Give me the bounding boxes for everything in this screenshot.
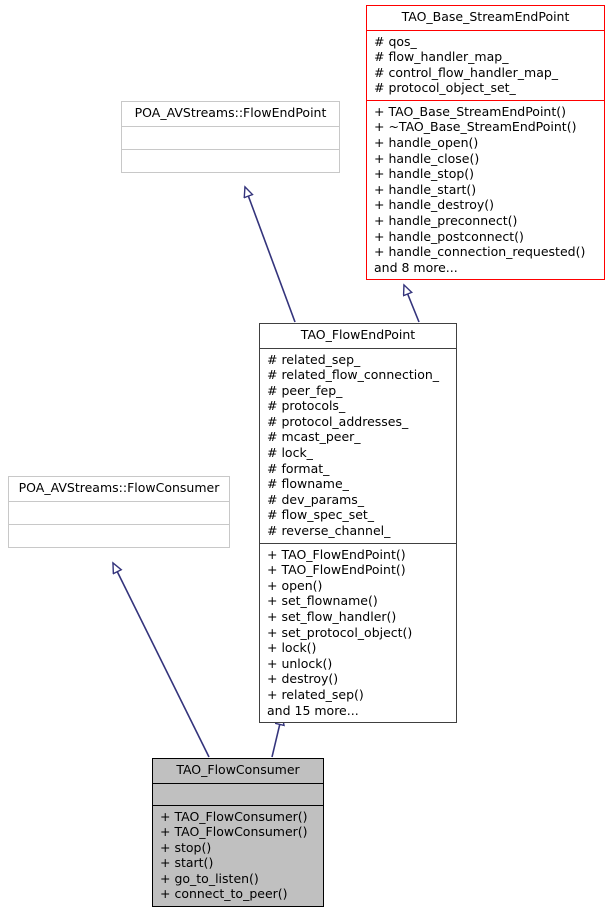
operation-row: + handle_close() bbox=[374, 150, 480, 166]
operation-row: + TAO_FlowConsumer() bbox=[160, 824, 308, 840]
operation-row: + handle_start() bbox=[374, 181, 477, 197]
edge-flowendpoint-to-base-streamendpoint bbox=[404, 285, 420, 323]
edge-flowendpoint-to-poa-flowendpoint bbox=[245, 187, 296, 323]
operation-row: + handle_destroy() bbox=[374, 197, 495, 213]
class-node-tao-flowendpoint[interactable]: TAO_FlowEndPoint # related_sep_ # relate… bbox=[259, 323, 457, 724]
operation-row: + related_sep() bbox=[267, 686, 364, 702]
attribute-row: # control_flow_handler_map_ bbox=[374, 64, 559, 80]
attribute-row: # protocols_ bbox=[267, 398, 346, 414]
attribute-row: # related_flow_connection_ bbox=[267, 367, 440, 383]
attributes-compartment bbox=[153, 782, 323, 805]
operation-row: + unlock() bbox=[267, 655, 333, 671]
class-node-poa-avstreams-flowconsumer[interactable]: POA_AVStreams::FlowConsumer bbox=[8, 476, 230, 548]
attribute-row: # flow_handler_map_ bbox=[374, 49, 509, 65]
attribute-row: # protocol_addresses_ bbox=[267, 413, 409, 429]
attributes-compartment: # qos_ # flow_handler_map_ # control_flo… bbox=[367, 29, 604, 100]
operation-row: + set_flowname() bbox=[267, 593, 378, 609]
class-node-tao-flowconsumer[interactable]: TAO_FlowConsumer + TAO_FlowConsumer() + … bbox=[152, 758, 324, 908]
operation-more-row: and 15 more... bbox=[267, 702, 359, 718]
operation-row: + handle_preconnect() bbox=[374, 213, 518, 229]
operation-row: + lock() bbox=[267, 640, 317, 656]
attribute-row: # related_sep_ bbox=[267, 351, 361, 367]
class-title: TAO_Base_StreamEndPoint bbox=[401, 9, 570, 24]
operation-row: + TAO_FlowEndPoint() bbox=[267, 546, 406, 562]
operation-row: + connect_to_peer() bbox=[160, 886, 288, 902]
operation-row: + TAO_FlowConsumer() bbox=[160, 808, 308, 824]
operation-row: + handle_postconnect() bbox=[374, 228, 524, 244]
operation-row: + TAO_Base_StreamEndPoint() bbox=[374, 103, 566, 119]
attribute-row: # qos_ bbox=[374, 33, 417, 49]
operation-row: + open() bbox=[267, 577, 323, 593]
operations-compartment bbox=[9, 523, 229, 547]
operation-row: + handle_open() bbox=[374, 135, 479, 151]
attribute-row: # format_ bbox=[267, 460, 330, 476]
class-title: TAO_FlowEndPoint bbox=[300, 327, 416, 342]
class-node-tao-base-streamendpoint[interactable]: TAO_Base_StreamEndPoint # qos_ # flow_ha… bbox=[366, 5, 605, 281]
attributes-compartment: # related_sep_ # related_flow_connection… bbox=[260, 347, 456, 543]
operation-row: + destroy() bbox=[267, 671, 339, 687]
operation-row: + go_to_listen() bbox=[160, 870, 259, 886]
attributes-compartment bbox=[122, 125, 339, 149]
attribute-row: # dev_params_ bbox=[267, 491, 365, 507]
attribute-row: # reverse_channel_ bbox=[267, 523, 391, 539]
class-title: TAO_FlowConsumer bbox=[176, 762, 300, 777]
operation-row: + handle_connection_requested() bbox=[374, 244, 586, 260]
attribute-row: # peer_fep_ bbox=[267, 382, 343, 398]
attribute-row: # flow_spec_set_ bbox=[267, 507, 375, 523]
class-node-poa-avstreams-flowendpoint[interactable]: POA_AVStreams::FlowEndPoint bbox=[121, 101, 340, 173]
operations-compartment: + TAO_FlowEndPoint() + TAO_FlowEndPoint(… bbox=[260, 542, 456, 723]
attribute-row: # flowname_ bbox=[267, 476, 349, 492]
operation-row: + handle_stop() bbox=[374, 166, 475, 182]
operation-row: + start() bbox=[160, 855, 214, 871]
operation-row: + TAO_FlowEndPoint() bbox=[267, 562, 406, 578]
attributes-compartment bbox=[9, 500, 229, 524]
operations-compartment: + TAO_Base_StreamEndPoint() + ~TAO_Base_… bbox=[367, 99, 604, 280]
class-title: POA_AVStreams::FlowConsumer bbox=[18, 480, 220, 495]
operation-row: + set_protocol_object() bbox=[267, 624, 413, 640]
class-title: POA_AVStreams::FlowEndPoint bbox=[134, 105, 327, 120]
attribute-row: # protocol_object_set_ bbox=[374, 80, 516, 96]
operation-row: + stop() bbox=[160, 839, 212, 855]
operation-row: + ~TAO_Base_StreamEndPoint() bbox=[374, 119, 577, 135]
operations-compartment: + TAO_FlowConsumer() + TAO_FlowConsumer(… bbox=[153, 804, 323, 907]
attribute-row: # lock_ bbox=[267, 445, 313, 461]
operations-compartment bbox=[122, 148, 339, 172]
operation-row: + set_flow_handler() bbox=[267, 609, 397, 624]
edge-flowconsumer-to-poa-flowconsumer bbox=[113, 563, 210, 758]
operation-more-row: and 8 more... bbox=[374, 259, 458, 275]
attribute-row: # mcast_peer_ bbox=[267, 429, 361, 445]
